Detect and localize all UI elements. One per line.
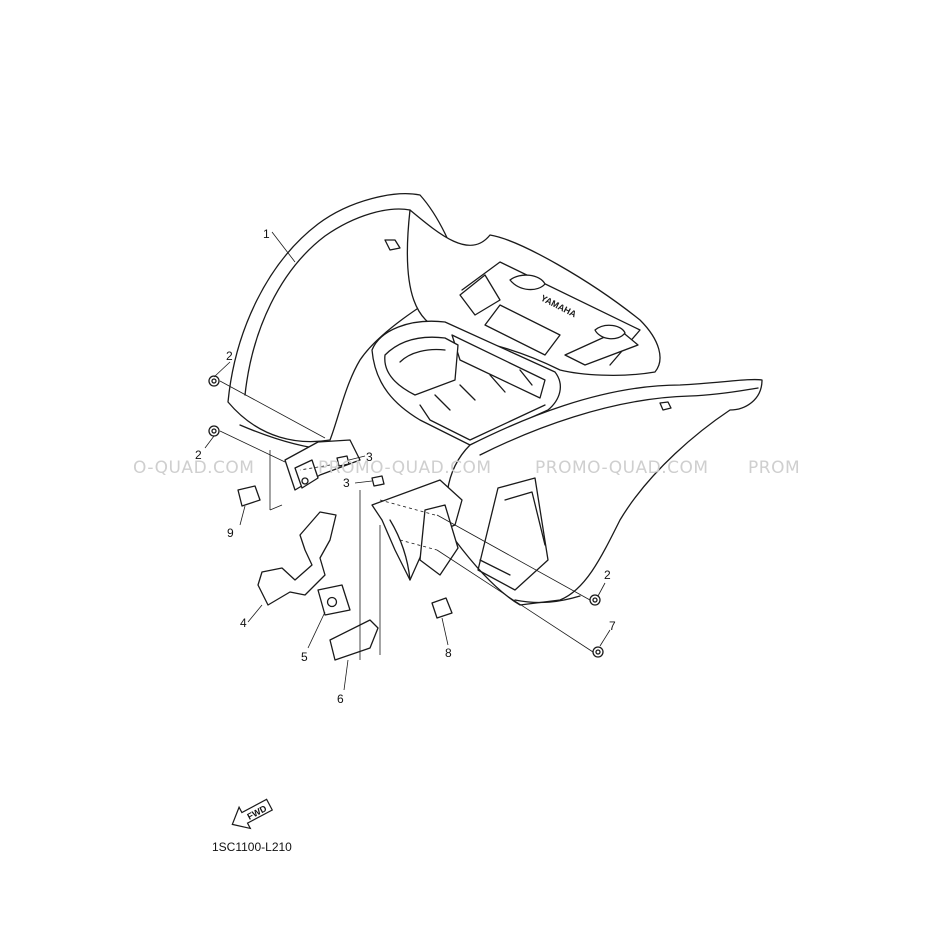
protector-part-4 [257, 511, 337, 606]
bolt-part-3 [336, 455, 385, 487]
damper-part-8 [431, 597, 453, 619]
leader-lines [204, 231, 611, 691]
nut-part-7 [592, 646, 604, 658]
protector-part-6 [329, 619, 379, 661]
callout-1: 1 [263, 227, 270, 241]
callout-5: 5 [301, 650, 308, 664]
watermark-text: PROM [748, 458, 801, 478]
callout-3-lower: 3 [343, 476, 350, 490]
callout-6: 6 [337, 692, 344, 706]
callout-labels: 1 2 2 3 3 9 4 5 6 8 2 7 [195, 227, 616, 706]
drawing-code: 1SC1100-L210 [212, 840, 292, 854]
callout-2-upper: 2 [226, 349, 233, 363]
callout-2-lower: 2 [195, 448, 202, 462]
callout-2-right: 2 [604, 568, 611, 582]
watermark-text: O-QUAD.COM [133, 458, 255, 478]
callout-8: 8 [445, 646, 452, 660]
grommet-part-2 [208, 375, 601, 606]
mudflap-bracket [371, 479, 463, 581]
callout-3-upper: 3 [366, 450, 373, 464]
callout-7: 7 [609, 619, 616, 633]
seal-hole [326, 596, 338, 608]
watermark-text: PROMO-QUAD.COM [535, 458, 709, 478]
forward-arrow-icon: FWD [231, 798, 274, 830]
callout-4: 4 [240, 616, 247, 630]
damper-part-9 [237, 485, 261, 507]
watermark-text: PROMO-QUAD.COM [318, 458, 492, 478]
rear-fender [227, 193, 763, 606]
callout-9: 9 [227, 526, 234, 540]
